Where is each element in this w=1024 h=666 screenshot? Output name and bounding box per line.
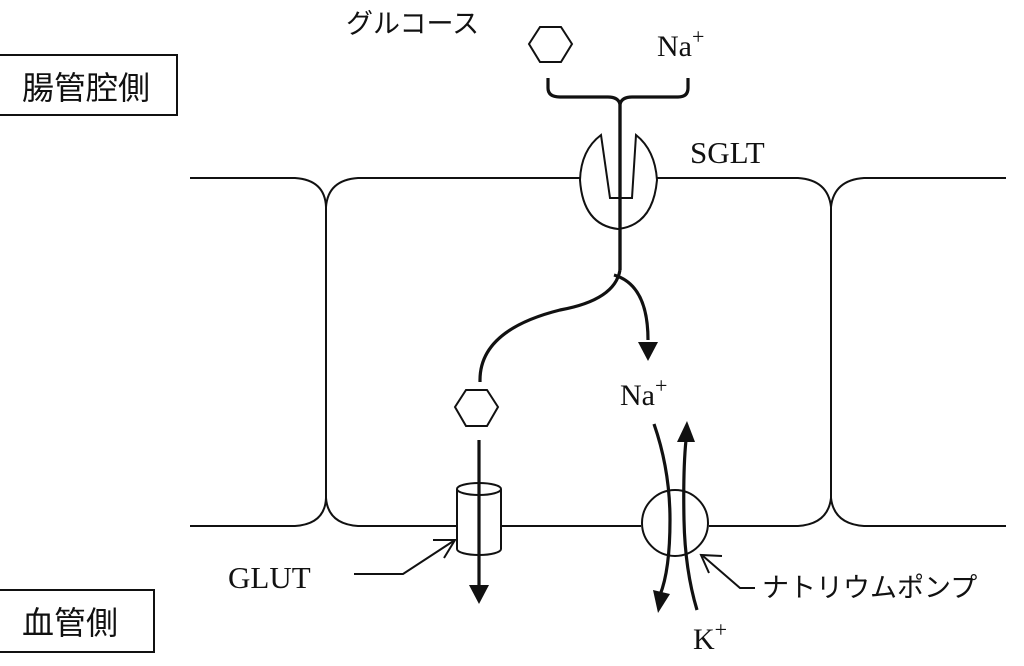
basal-membrane-middle	[502, 497, 1006, 527]
glucose-label: グルコース	[346, 9, 479, 40]
apical-membrane-left	[190, 177, 327, 208]
lumen-side-label: 腸管腔側	[22, 69, 150, 107]
lumen-side-label-box: 腸管腔側	[0, 54, 178, 116]
potassium-influx-path	[682, 439, 699, 611]
potassium-influx-arrowhead-icon	[677, 421, 695, 442]
glucose-hexagon-cell-icon	[453, 389, 500, 427]
basal-membrane-left	[190, 497, 456, 527]
apical-membrane-right	[830, 177, 1006, 208]
blood-side-label-box: 血管側	[0, 589, 155, 653]
cell-membranes	[190, 177, 1006, 527]
potassium-label: K+	[693, 617, 727, 656]
glut-pointer-arrowhead-icon	[433, 539, 457, 559]
sodium-top-label: Na+	[657, 24, 704, 63]
sodium-pump-pointer-arrowhead-icon	[699, 553, 723, 574]
sodium-pump-pointer-line	[702, 555, 755, 589]
sodium-middle-label: Na+	[620, 373, 667, 412]
apical-membrane-middle	[325, 177, 832, 208]
cotransport-bracket	[546, 78, 690, 110]
sglt-transporter	[578, 102, 659, 270]
glucose-flow-path	[478, 269, 622, 382]
glut-arrowhead-icon	[469, 585, 489, 604]
sodium-flow-path	[613, 273, 650, 341]
sodium-efflux-path	[652, 423, 672, 596]
sodium-pump-label: ナトリウムポンプ	[762, 573, 977, 604]
glut-pointer-line	[354, 539, 456, 575]
glucose-hexagon-icon	[527, 26, 574, 63]
sodium-efflux-arrowhead-icon	[653, 590, 670, 613]
sodium-pump-circle	[641, 489, 709, 557]
sodium-arrowhead-icon	[638, 342, 658, 361]
glut-label: GLUT	[228, 560, 311, 595]
blood-side-label: 血管側	[22, 604, 118, 642]
sglt-label: SGLT	[690, 135, 765, 170]
